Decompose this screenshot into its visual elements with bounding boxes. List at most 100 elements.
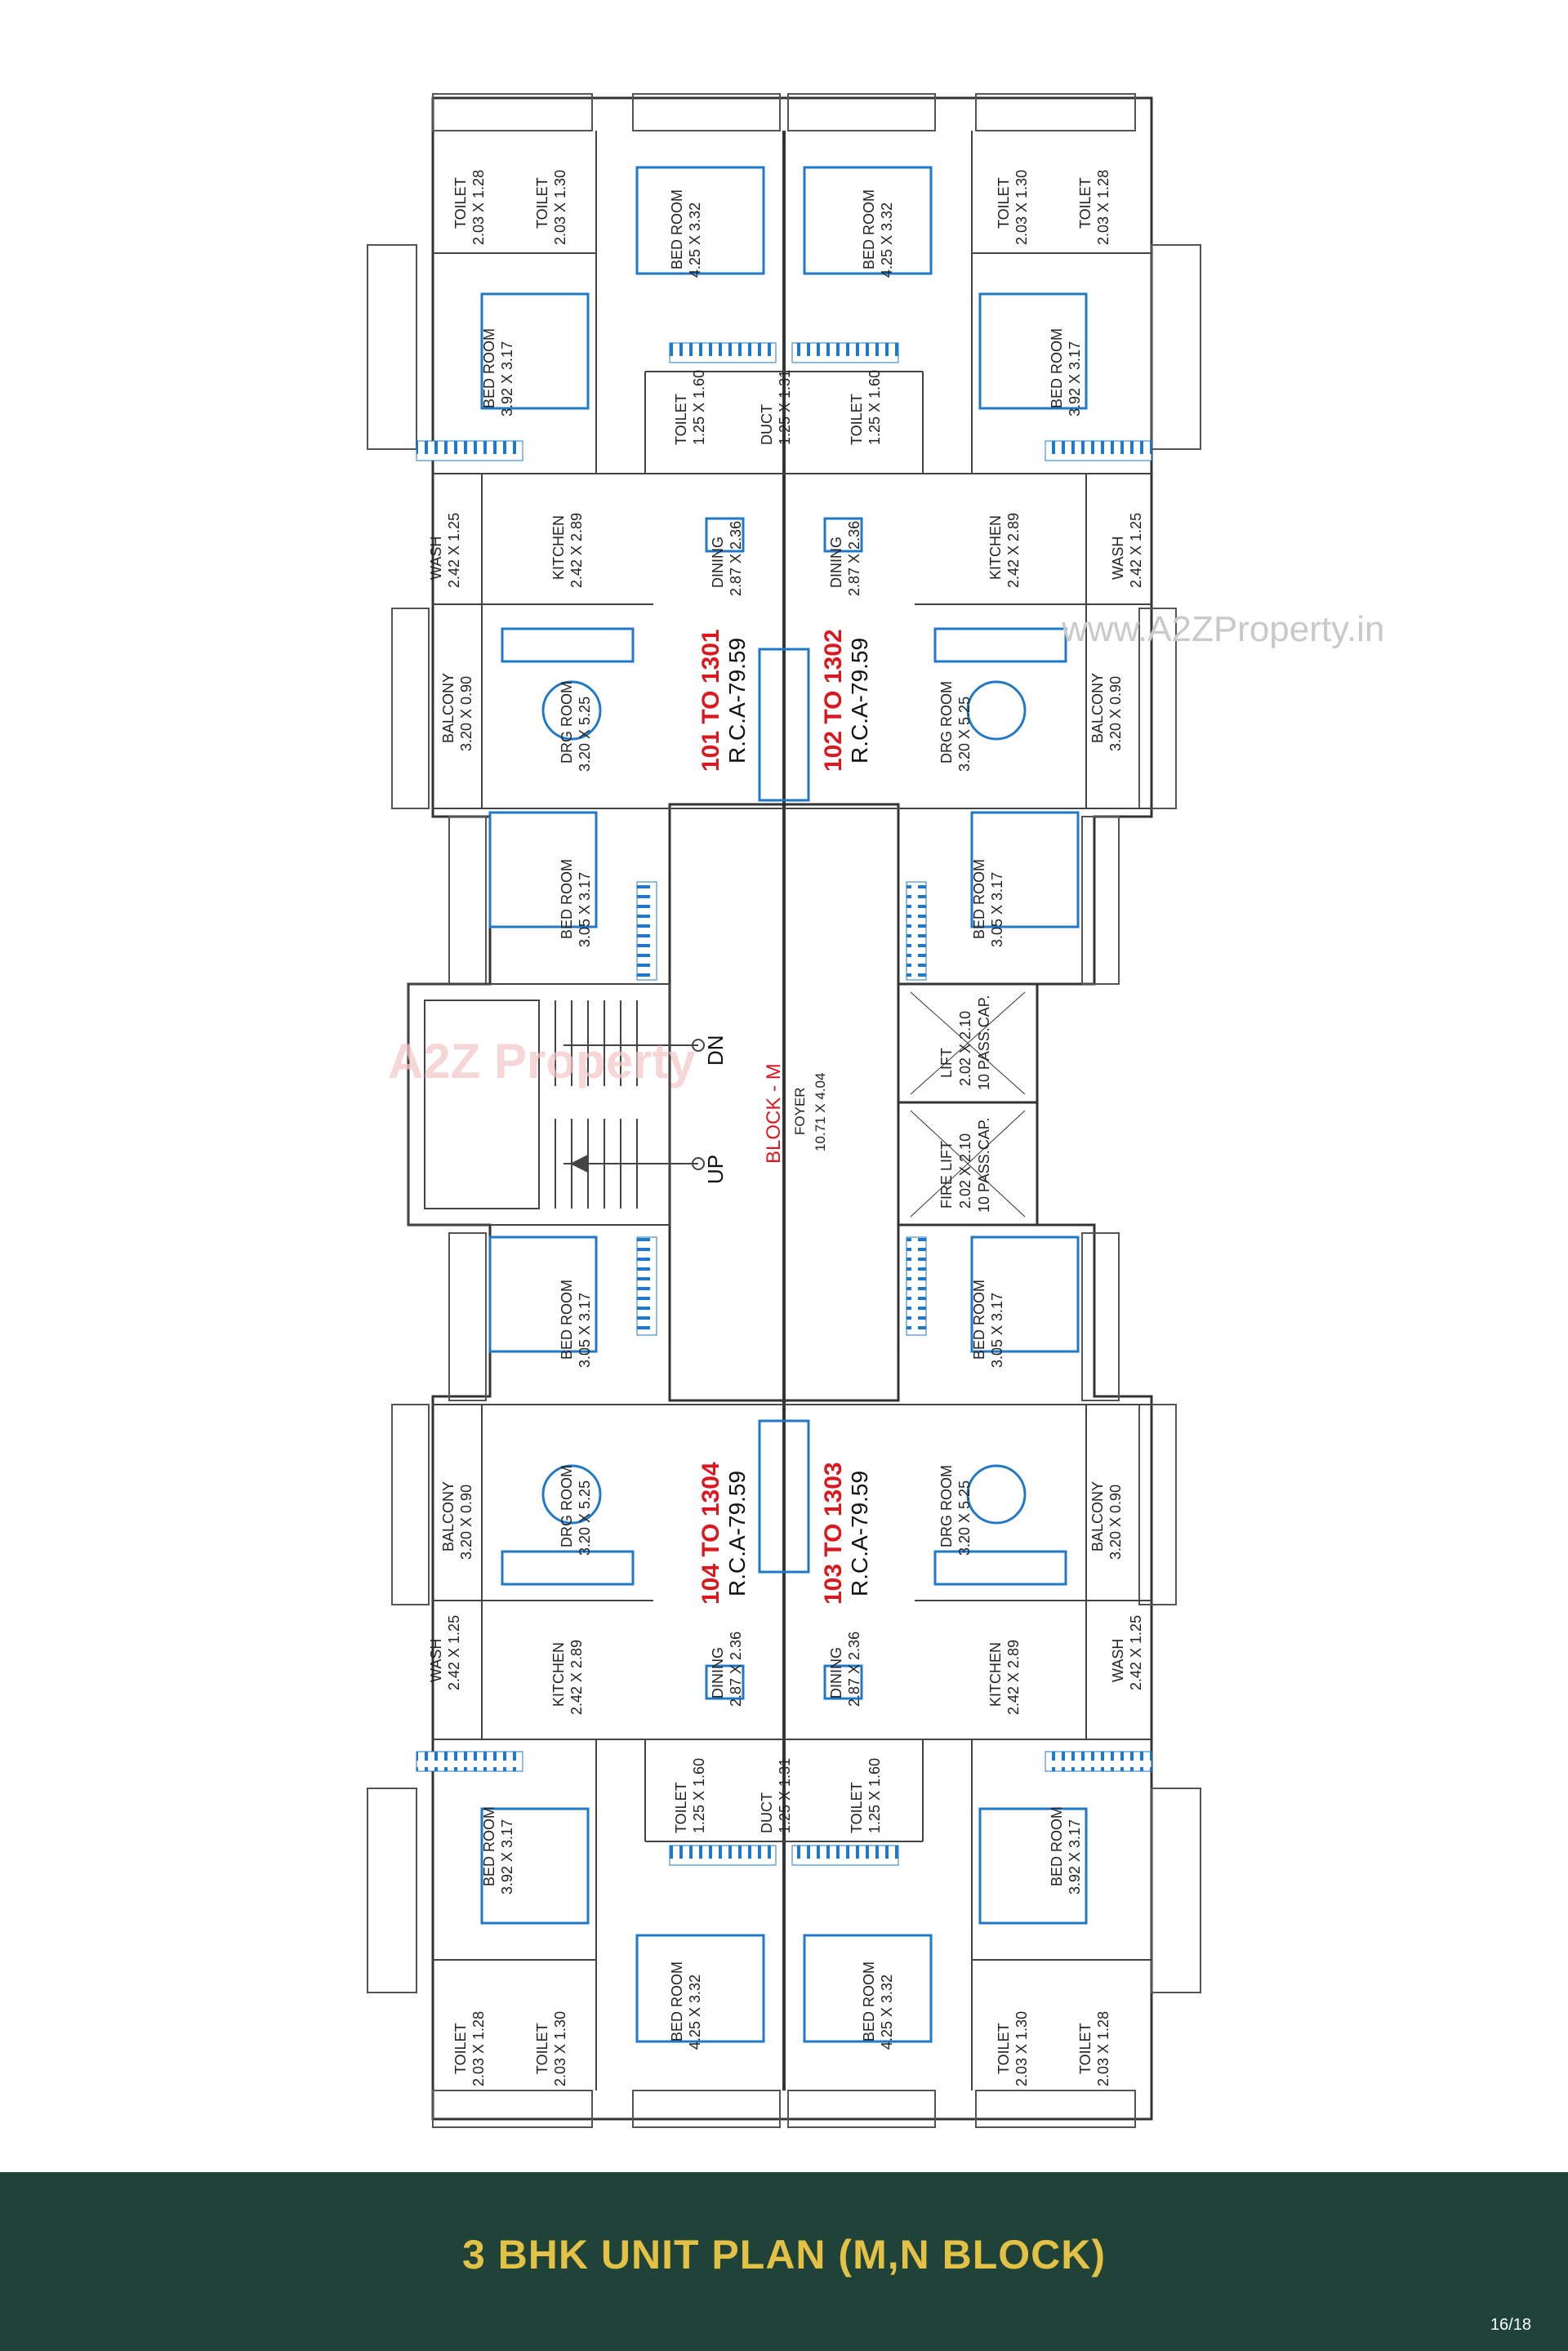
room-toilet-size: 2.03 X 1.28 [470,170,487,245]
room-toilet: TOILET [996,177,1012,229]
unit-rca-3: R.C.A-79.59 [847,1471,872,1596]
room-bedroom-size: 4.25 X 3.32 [879,1975,895,2050]
room-dining-size: 2.87 X 2.36 [846,521,862,596]
room-bedroom-size: 4.25 X 3.32 [687,1975,703,2050]
unit-label-3: 103 TO 1303 [820,1462,847,1605]
footer-banner: 3 BHK UNIT PLAN (M,N BLOCK) 16/18 [0,2172,1568,2351]
room-duct: DUCT [759,1792,775,1833]
room-toilet-size: 2.03 X 1.30 [1013,170,1030,245]
room-kitchen: KITCHEN [550,1642,567,1707]
lift-capacity: 10 PASS.CAP. [976,995,992,1090]
room-toilet-size: 2.03 X 1.30 [552,170,568,245]
room-toilet: TOILET [996,2023,1012,2074]
lift-core [897,982,1039,1227]
room-bedroom: BED ROOM [481,1806,497,1886]
room-dining: DINING [710,1647,726,1699]
room-wash: WASH [1110,1639,1126,1682]
room-dining: DINING [710,537,726,588]
room-bedroom-size: 3.92 X 3.17 [499,341,515,416]
unit-label-4: 104 TO 1304 [697,1462,724,1605]
floor-plan-drawing: www.A2ZProperty.in A2Z Property 101 TO 1… [367,93,1384,2128]
room-labels: TOILET 2.03 X 1.28 TOILET 2.03 X 1.30 BE… [428,170,1144,2086]
room-bedroom-size: 3.92 X 3.17 [499,1819,515,1895]
room-balcony: BALCONY [1089,673,1106,743]
room-drawing-size: 3.20 X 5.25 [577,1481,593,1556]
room-bedroom: BED ROOM [971,859,987,939]
room-toilet-size: 2.03 X 1.30 [552,2011,568,2086]
room-drawing: DRG ROOM [559,1465,575,1547]
room-drawing: DRG ROOM [938,681,955,764]
room-bedroom-size: 3.05 X 3.17 [577,872,593,947]
room-bedroom: BED ROOM [559,1280,575,1360]
room-toilet-small-size: 1.25 X 1.60 [691,370,707,445]
room-bedroom: BED ROOM [1049,1806,1065,1886]
room-wash-size: 2.42 X 1.25 [1128,513,1144,588]
room-toilet: TOILET [452,2023,469,2074]
room-toilet-small-size: 1.25 X 1.60 [866,1758,883,1833]
room-kitchen-size: 2.42 X 2.89 [568,1640,585,1715]
room-toilet-size: 2.03 X 1.28 [1095,170,1111,245]
room-bedroom-size: 3.05 X 3.17 [577,1293,593,1368]
room-toilet-size: 2.03 X 1.30 [1013,2011,1030,2086]
unit-labels: 101 TO 1301 R.C.A-79.59 102 TO 1302 R.C.… [697,629,872,1605]
room-wash: WASH [428,1639,444,1682]
room-drawing-size: 3.20 X 5.25 [577,697,593,772]
room-wash: WASH [1110,537,1126,580]
room-bedroom: BED ROOM [861,189,877,269]
room-toilet: TOILET [534,177,550,229]
foyer-label: FOYER [792,1087,808,1135]
room-toilet-small-size: 1.25 X 1.60 [866,370,883,445]
windows [367,93,1201,2128]
room-kitchen: KITCHEN [987,515,1004,580]
room-bedroom-size: 4.25 X 3.32 [687,203,703,278]
room-balcony-size: 3.20 X 0.90 [458,1485,474,1560]
room-toilet-size: 2.03 X 1.28 [470,2011,487,2086]
fire-lift-capacity: 10 PASS.CAP. [976,1118,992,1213]
room-balcony-size: 3.20 X 0.90 [458,676,474,751]
room-toilet-small-size: 1.25 X 1.60 [691,1758,707,1833]
plan-title: 3 BHK UNIT PLAN (M,N BLOCK) [461,2232,1107,2278]
room-dining: DINING [828,1647,844,1699]
room-toilet-small: TOILET [673,394,689,445]
room-wash-size: 2.42 X 1.25 [446,1615,462,1690]
unit-label-1: 101 TO 1301 [697,629,724,772]
lift-size: 2.02 X 2.10 [957,1011,973,1086]
room-balcony-size: 3.20 X 0.90 [1107,676,1124,751]
room-kitchen: KITCHEN [550,515,567,580]
room-toilet-size: 2.03 X 1.28 [1095,2011,1111,2086]
room-toilet: TOILET [1077,2023,1094,2074]
page-number: 16/18 [1490,2316,1531,2334]
room-toilet-small: TOILET [849,1782,865,1833]
room-bedroom-size: 3.92 X 3.17 [1067,1819,1083,1895]
room-bedroom: BED ROOM [971,1280,987,1360]
floor-plan: www.A2ZProperty.in A2Z Property 101 TO 1… [367,93,1384,2128]
room-kitchen-size: 2.42 X 2.89 [568,513,585,588]
room-dining-size: 2.87 X 2.36 [728,521,744,596]
room-balcony-size: 3.20 X 0.90 [1107,1485,1124,1560]
room-balcony: BALCONY [440,673,457,743]
room-duct: DUCT [759,404,775,445]
furniture [480,166,1088,2043]
room-wash-size: 2.42 X 1.25 [446,513,462,588]
unit-label-2: 102 TO 1302 [820,629,847,772]
room-drawing: DRG ROOM [938,1465,955,1547]
unit-rca-4: R.C.A-79.59 [724,1471,750,1596]
room-bedroom-size: 3.05 X 3.17 [989,872,1005,947]
room-toilet-small: TOILET [673,1782,689,1833]
staircase [408,983,705,1226]
room-bedroom: BED ROOM [559,859,575,939]
watermark-url: www.A2ZProperty.in [1061,609,1384,649]
room-kitchen-size: 2.42 X 2.89 [1005,1640,1022,1715]
fire-lift-name: FIRE LIFT [938,1141,955,1209]
room-kitchen-size: 2.42 X 2.89 [1005,513,1022,588]
room-bedroom-size: 3.05 X 3.17 [989,1293,1005,1368]
wardrobes [416,342,1152,1866]
room-kitchen: KITCHEN [987,1642,1004,1707]
room-toilet: TOILET [534,2023,550,2074]
lift-name: LIFT [938,1048,955,1078]
room-toilet: TOILET [452,177,469,229]
unit-rca-2: R.C.A-79.59 [847,638,872,764]
room-bedroom: BED ROOM [861,1961,877,2042]
foyer-size: 10.71 X 4.04 [813,1073,828,1151]
room-bedroom: BED ROOM [1049,328,1065,408]
